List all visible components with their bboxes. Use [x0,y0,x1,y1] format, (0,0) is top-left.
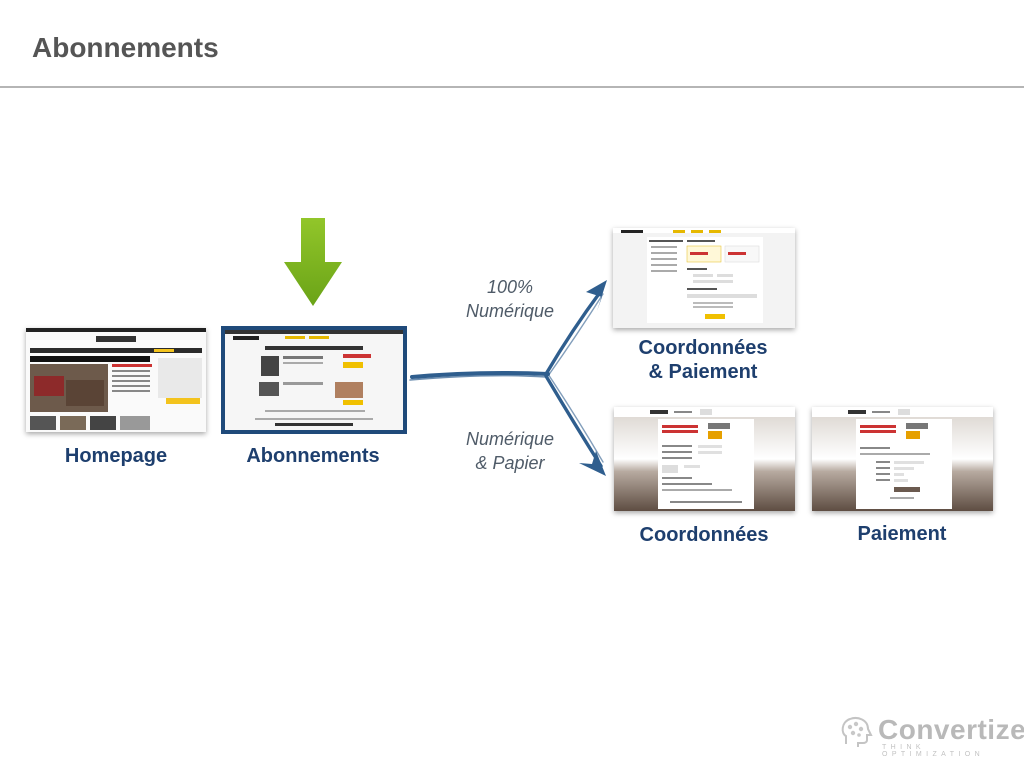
convertize-logo: Convertize THINK OPTIMIZATION [838,712,1024,758]
trunk-line [410,371,550,379]
title-divider [0,86,1024,88]
branch-label-print-line2: & Papier [475,453,545,473]
slide-title: Abonnements [32,32,219,63]
upper-arrowhead-icon [586,280,607,311]
coordonnees-paiement-label: Coordonnées & Paiement [603,336,803,384]
coordonnees-screenshot [614,407,795,511]
branch-label-digital: 100% Numérique [440,275,580,323]
down-arrow-icon [284,218,342,306]
homepage-label: Homepage [64,445,168,467]
coordonnees-paiement-label-line2: & Paiement [648,361,758,383]
logo-tagline: THINK OPTIMIZATION [882,744,985,758]
homepage-screenshot [26,328,206,432]
branch-label-print-line1: Numérique [465,429,555,449]
coordonnees-label: Coordonnées [639,524,769,546]
logo-wordmark: Convertize [878,714,1024,745]
branch-label-digital-line2: Numérique [465,301,555,321]
coordonnees-paiement-label-line1: Coordonnées [638,337,768,359]
paiement-label: Paiement [857,523,947,545]
coordonnees-paiement-screenshot [613,228,795,328]
branching-arrows [409,280,607,476]
lower-arrowhead-icon [579,451,606,476]
branch-label-print: Numérique & Papier [440,427,580,475]
paiement-screenshot [812,407,993,511]
branch-label-digital-line1: 100% [486,277,534,297]
abonnements-label: Abonnements [246,445,380,467]
abonnements-screenshot [221,326,407,434]
upper-branch-line [544,289,603,376]
brain-head-icon [841,717,873,747]
